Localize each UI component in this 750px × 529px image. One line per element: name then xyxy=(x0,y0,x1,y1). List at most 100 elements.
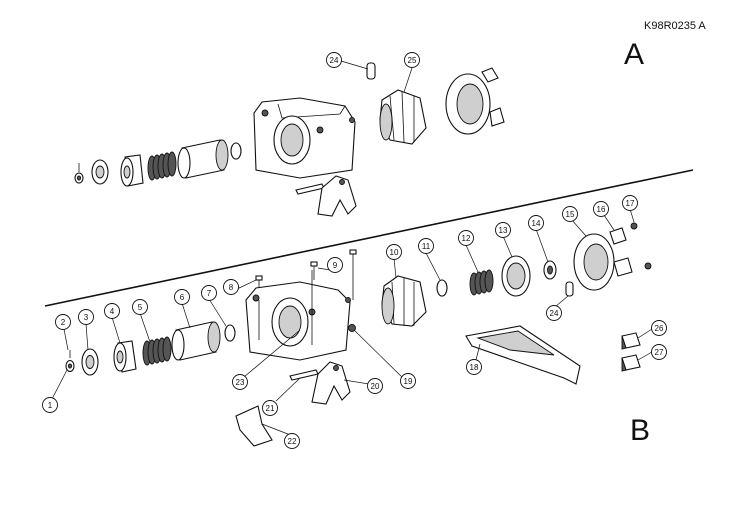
a-pinion-gear xyxy=(379,89,427,145)
leader-lines xyxy=(51,60,653,437)
callout-26-text: 26 xyxy=(655,324,664,333)
b-thrust-washer xyxy=(436,279,448,297)
callout-16-text: 16 xyxy=(597,205,606,214)
a-spring xyxy=(147,151,177,181)
a-sleeve xyxy=(177,139,229,179)
callout-2-text: 2 xyxy=(61,318,66,327)
b-brush-plate xyxy=(609,227,633,277)
view-divider-line xyxy=(44,169,694,307)
b-bushing xyxy=(543,260,557,280)
b-return-spring xyxy=(469,269,494,296)
callout-1-text: 1 xyxy=(48,401,53,410)
b-brush-upper xyxy=(621,332,641,350)
a-drive-plate xyxy=(91,159,109,185)
callout-10: 10 xyxy=(386,244,402,260)
callout-10-text: 10 xyxy=(390,248,399,257)
callout-20-text: 20 xyxy=(371,382,380,391)
b-bolt-right xyxy=(349,249,357,300)
callout-13: 13 xyxy=(495,222,511,238)
callout-8: 8 xyxy=(223,279,239,295)
callout-24-view-b: 24 xyxy=(546,305,562,321)
callout-25-text: 25 xyxy=(408,56,417,65)
callout-23-text: 23 xyxy=(236,378,245,387)
callout-8-text: 8 xyxy=(229,283,234,292)
callout-19-text: 19 xyxy=(404,377,413,386)
callout-24-view-b-text: 24 xyxy=(550,309,559,318)
callout-9: 9 xyxy=(327,257,343,273)
view-a-assembly xyxy=(74,62,505,217)
a-roll-pin xyxy=(366,62,376,80)
callout-5: 5 xyxy=(132,299,148,315)
b-sleeve xyxy=(171,321,221,361)
b-housing xyxy=(245,270,351,361)
a-washer xyxy=(230,142,242,160)
callout-13-text: 13 xyxy=(499,226,508,235)
callout-23: 23 xyxy=(232,374,248,390)
b-nut xyxy=(348,324,356,332)
b-spring xyxy=(142,336,172,366)
b-pin xyxy=(289,369,319,381)
b-clutch xyxy=(113,340,137,373)
callout-16: 16 xyxy=(593,201,609,217)
callout-14-text: 14 xyxy=(532,219,541,228)
callout-4: 4 xyxy=(104,303,120,319)
b-brush-lower xyxy=(621,354,641,372)
a-clutch xyxy=(120,154,144,187)
b-lock-ring xyxy=(501,255,531,297)
callout-11: 11 xyxy=(418,238,434,254)
callout-17-text: 17 xyxy=(626,199,635,208)
b-retaining-screw xyxy=(65,350,75,373)
callout-4-text: 4 xyxy=(110,307,115,316)
callout-24-view-a-text: 24 xyxy=(330,56,339,65)
callout-15-text: 15 xyxy=(566,210,575,219)
callout-22: 22 xyxy=(284,433,300,449)
callout-27-text: 27 xyxy=(655,348,664,357)
a-shift-lever xyxy=(317,175,357,217)
view-b-label: B xyxy=(630,414,651,447)
callout-12-text: 12 xyxy=(462,234,471,243)
a-end-frame xyxy=(445,67,505,135)
b-terminal-nut-lower xyxy=(644,262,652,270)
callout-19: 19 xyxy=(400,373,416,389)
b-terminal-nut-upper xyxy=(630,222,638,230)
drawing-reference-code: K98R0235 A xyxy=(644,20,706,32)
callout-22-text: 22 xyxy=(288,437,297,446)
view-a-label: A xyxy=(624,38,645,71)
callout-21-text: 21 xyxy=(266,404,275,413)
a-housing xyxy=(253,97,356,179)
callout-6: 6 xyxy=(174,289,190,305)
view-b-assembly xyxy=(65,222,652,447)
callout-15: 15 xyxy=(562,206,578,222)
b-bolt-middle xyxy=(310,261,318,280)
b-mounting-bracket xyxy=(465,325,581,385)
callout-14: 14 xyxy=(528,215,544,231)
callout-20: 20 xyxy=(367,378,383,394)
callout-17: 17 xyxy=(622,195,638,211)
b-drive-plate xyxy=(81,348,99,376)
b-pinion-gear xyxy=(381,275,427,327)
b-roll-pin xyxy=(565,281,574,297)
callout-5-text: 5 xyxy=(138,303,143,312)
b-washer xyxy=(224,324,236,342)
a-pin xyxy=(295,183,325,195)
callout-26: 26 xyxy=(651,320,667,336)
callout-18: 18 xyxy=(466,359,482,375)
callout-6-text: 6 xyxy=(180,293,185,302)
callout-7: 7 xyxy=(201,285,217,301)
callout-11-text: 11 xyxy=(422,242,431,251)
callout-1: 1 xyxy=(42,397,58,413)
callout-3-text: 3 xyxy=(84,313,89,322)
callout-3: 3 xyxy=(78,309,94,325)
callout-25: 25 xyxy=(404,52,420,68)
callout-18-text: 18 xyxy=(470,363,479,372)
callout-2: 2 xyxy=(55,314,71,330)
callout-9-text: 9 xyxy=(333,261,338,270)
b-cover xyxy=(235,405,273,447)
b-end-frame xyxy=(573,233,615,291)
callout-21: 21 xyxy=(262,400,278,416)
callout-24-view-a: 24 xyxy=(326,52,342,68)
callout-12: 12 xyxy=(458,230,474,246)
a-retaining-screw xyxy=(74,163,84,184)
callout-27: 27 xyxy=(651,344,667,360)
